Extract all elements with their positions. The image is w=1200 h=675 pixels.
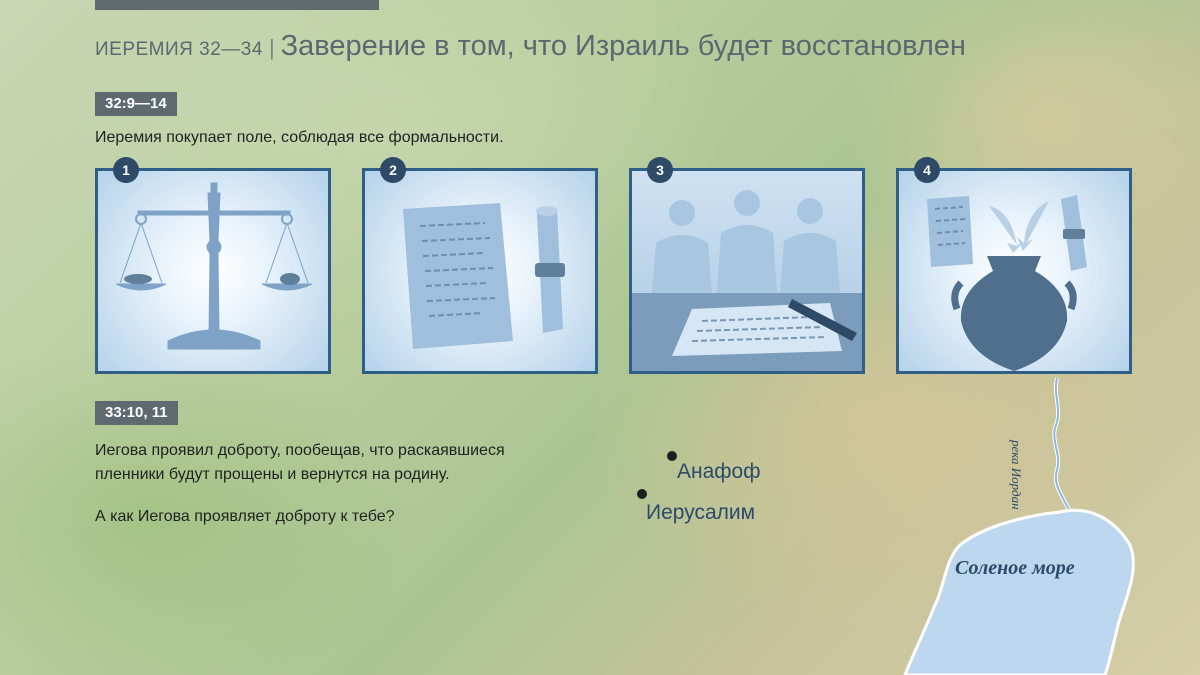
panel-1 <box>95 168 331 374</box>
panel-3 <box>629 168 865 374</box>
title-text: Заверение в том, что Израиль будет восст… <box>280 30 966 62</box>
panel-2 <box>362 168 598 374</box>
sea-label: Соленое море <box>955 557 1075 579</box>
panel-number-2: 2 <box>380 157 406 183</box>
jar-icon <box>927 195 1087 371</box>
balance-scale-icon <box>115 182 313 350</box>
witnesses-icon <box>632 190 862 371</box>
section2-text-line1: Иегова проявил доброту, пообещав, что ра… <box>95 442 505 459</box>
river-label: река Иордан <box>1009 440 1024 510</box>
top-accent-bar <box>95 0 379 10</box>
section1-text: Иеремия покупает поле, соблюдая все форм… <box>95 129 504 146</box>
jerusalem-marker <box>637 489 647 499</box>
document-and-scroll-icon <box>403 203 565 349</box>
verse-badge-1: 32:9—14 <box>95 92 177 116</box>
panel-number-4: 4 <box>914 157 940 183</box>
page-title: ИЕРЕМИЯ 32—34|Заверение в том, что Израи… <box>95 30 966 63</box>
panel-number-3: 3 <box>647 157 673 183</box>
dead-sea <box>903 508 1135 675</box>
title-separator: | <box>268 35 275 60</box>
place-label-anathoth: Анафоф <box>677 460 761 483</box>
section2-text-line2: пленники будут прощены и вернутся на род… <box>95 466 450 483</box>
panel-number-1: 1 <box>113 157 139 183</box>
verse-badge-2: 33:10, 11 <box>95 401 178 425</box>
panel-4 <box>896 168 1132 374</box>
place-label-jerusalem: Иерусалим <box>646 501 756 524</box>
question-text: А как Иегова проявляет доброту к тебе? <box>95 508 395 525</box>
chapter-reference: ИЕРЕМИЯ 32—34 <box>95 39 263 60</box>
anathoth-marker <box>667 451 677 461</box>
